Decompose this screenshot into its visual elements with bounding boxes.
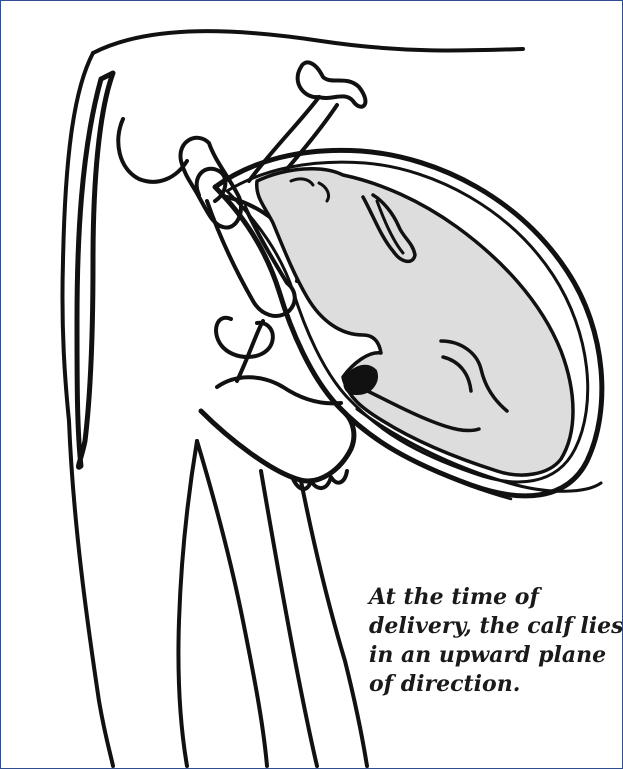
diagram-caption: At the time of delivery, the calf lies i… bbox=[369, 583, 619, 699]
second-leg-back bbox=[301, 481, 367, 766]
hind-leg-inner bbox=[197, 441, 267, 766]
caption-line-1: At the time of bbox=[369, 583, 619, 612]
stifle bbox=[216, 318, 273, 357]
hind-leg-rear bbox=[69, 421, 113, 766]
caption-line-3: in an upward plane bbox=[369, 641, 619, 670]
pelvis-bone-upper bbox=[298, 62, 366, 106]
tail bbox=[77, 73, 113, 467]
hip-joint bbox=[118, 119, 187, 182]
hind-leg-front bbox=[178, 441, 197, 766]
udder bbox=[201, 411, 354, 481]
shank-bone bbox=[237, 321, 263, 381]
caption-line-4: of direction. bbox=[369, 670, 619, 699]
cow-back-outline bbox=[93, 31, 523, 53]
caption-line-2: delivery, the calf lies bbox=[369, 612, 619, 641]
